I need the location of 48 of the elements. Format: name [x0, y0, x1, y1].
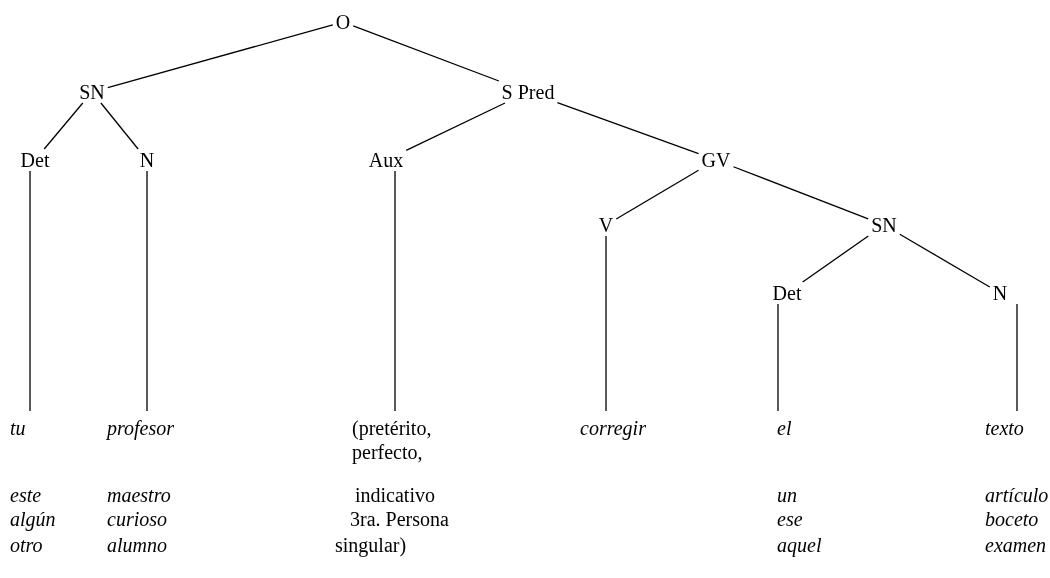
- tree-label: el: [777, 416, 792, 440]
- word-label: aquel: [777, 533, 822, 557]
- word-label: 3ra. Persona: [350, 507, 449, 531]
- tree-branch: [146, 170, 148, 412]
- tree-branch: [100, 102, 139, 150]
- tree-label: V: [598, 213, 614, 237]
- tree-branch: [556, 101, 700, 155]
- tree-branch: [777, 303, 779, 412]
- tree-branch: [605, 235, 607, 412]
- tree-branch: [1016, 303, 1018, 412]
- tree-branch: [405, 102, 506, 151]
- tree-branch: [43, 102, 84, 150]
- tree-label: N: [992, 281, 1008, 305]
- tree-branch: [107, 24, 334, 89]
- tree-label: S Pred: [501, 80, 555, 104]
- tree-label: SN: [871, 213, 897, 237]
- tree-label: Det: [20, 148, 50, 172]
- word-label: curioso: [107, 507, 167, 531]
- word-label: este: [10, 483, 42, 507]
- tree-branch: [352, 25, 500, 82]
- tree-branch: [732, 166, 869, 220]
- word-label: singular): [335, 533, 407, 557]
- word-label: examen: [985, 533, 1047, 557]
- tree-label: Det: [772, 281, 802, 305]
- tree-label: tu: [10, 416, 26, 440]
- tree-branch: [899, 233, 991, 288]
- word-label: un: [777, 483, 797, 507]
- word-label: indicativo: [355, 483, 435, 507]
- tree-label: SN: [79, 80, 105, 104]
- tree-label: Aux: [368, 148, 404, 172]
- tree-label: (pretérito, perfecto,: [352, 416, 452, 464]
- tree-label: O: [335, 10, 351, 34]
- tree-branch: [802, 235, 869, 283]
- word-label: maestro: [107, 483, 171, 507]
- word-label: otro: [10, 533, 43, 557]
- word-label: boceto: [985, 507, 1039, 531]
- word-label: alumno: [107, 533, 167, 557]
- tree-label: texto: [985, 416, 1024, 440]
- tree-label: profesor: [107, 416, 175, 440]
- word-label: ese: [777, 507, 803, 531]
- word-label: artículo: [985, 483, 1049, 507]
- tree-label: corregir: [580, 416, 646, 440]
- tree-label: N: [139, 148, 155, 172]
- tree-label: GV: [701, 148, 731, 172]
- tree-branch: [394, 170, 396, 412]
- tree-branch: [29, 170, 31, 412]
- tree-branch: [615, 169, 700, 220]
- word-label: algún: [10, 507, 56, 531]
